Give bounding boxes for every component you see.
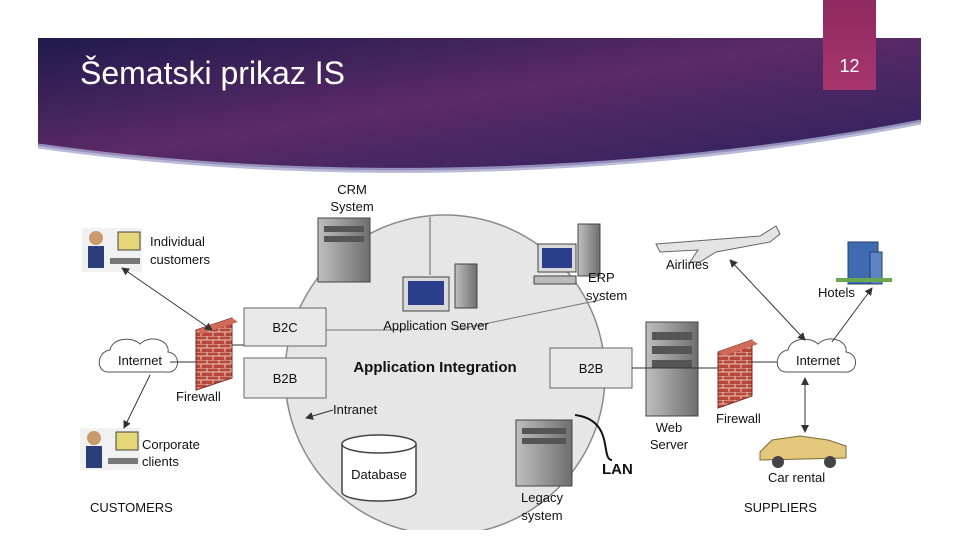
customers-caption: CUSTOMERS bbox=[90, 500, 173, 515]
legacy-label-1: Legacy bbox=[521, 490, 563, 505]
application-server-label: Application Server bbox=[383, 318, 489, 333]
application-integration-label: Application Integration bbox=[353, 359, 516, 376]
individual-customer-icon bbox=[82, 228, 142, 272]
b2b-left-box bbox=[243, 357, 327, 399]
firewall-right-label: Firewall bbox=[716, 411, 761, 426]
erp-label-2: system bbox=[586, 288, 627, 303]
b2b-left-label: B2B bbox=[273, 371, 298, 386]
firewall-left-label: Firewall bbox=[176, 389, 221, 404]
internet-cloud-right-icon bbox=[776, 338, 856, 373]
database-label: Database bbox=[351, 467, 407, 482]
web-server-icon bbox=[645, 321, 699, 417]
legacy-label-2: system bbox=[521, 508, 562, 523]
individual-customers-label-2: customers bbox=[150, 252, 210, 267]
hotel-building-icon bbox=[836, 241, 892, 285]
suppliers-caption: SUPPLIERS bbox=[744, 500, 817, 515]
erp-label-1: ERP bbox=[588, 270, 615, 285]
page-number: 12 bbox=[839, 56, 860, 76]
internet-right-label: Internet bbox=[796, 353, 840, 368]
erp-system-icon bbox=[533, 223, 601, 285]
slide-title: Šematski prikaz IS bbox=[80, 55, 345, 91]
car-icon bbox=[759, 435, 847, 468]
car-rental-label: Car rental bbox=[768, 470, 825, 485]
b2b-right-label: B2B bbox=[579, 361, 604, 376]
title-banner bbox=[38, 38, 921, 178]
banner-background bbox=[38, 38, 921, 178]
firewall-right-icon bbox=[717, 339, 758, 409]
firewall-left-icon bbox=[195, 317, 238, 391]
database-icon bbox=[341, 434, 417, 502]
airlines-label: Airlines bbox=[666, 257, 709, 272]
lan-label: LAN bbox=[602, 461, 633, 478]
legacy-server-icon bbox=[515, 419, 573, 487]
is-architecture-diagram: CRM System Application Server Applicatio… bbox=[80, 182, 892, 530]
intranet-label: Intranet bbox=[333, 402, 377, 417]
hotels-label: Hotels bbox=[818, 285, 855, 300]
b2c-box bbox=[243, 307, 327, 347]
crm-label-1: CRM bbox=[337, 182, 367, 197]
corporate-clients-label-2: clients bbox=[142, 454, 179, 469]
individual-customers-label-1: Individual bbox=[150, 234, 205, 249]
page-number-tab: 12 bbox=[823, 0, 876, 90]
application-server-icon bbox=[402, 263, 478, 312]
crm-server-icon bbox=[317, 217, 371, 283]
internet-cloud-left-icon bbox=[98, 338, 178, 373]
b2c-label: B2C bbox=[272, 320, 297, 335]
corporate-clients-icon bbox=[80, 428, 140, 470]
web-server-label-2: Server bbox=[650, 437, 689, 452]
web-server-label-1: Web bbox=[656, 420, 683, 435]
airplane-icon bbox=[655, 225, 781, 263]
crm-label-2: System bbox=[330, 199, 373, 214]
corporate-clients-label-1: Corporate bbox=[142, 437, 200, 452]
internet-left-label: Internet bbox=[118, 353, 162, 368]
